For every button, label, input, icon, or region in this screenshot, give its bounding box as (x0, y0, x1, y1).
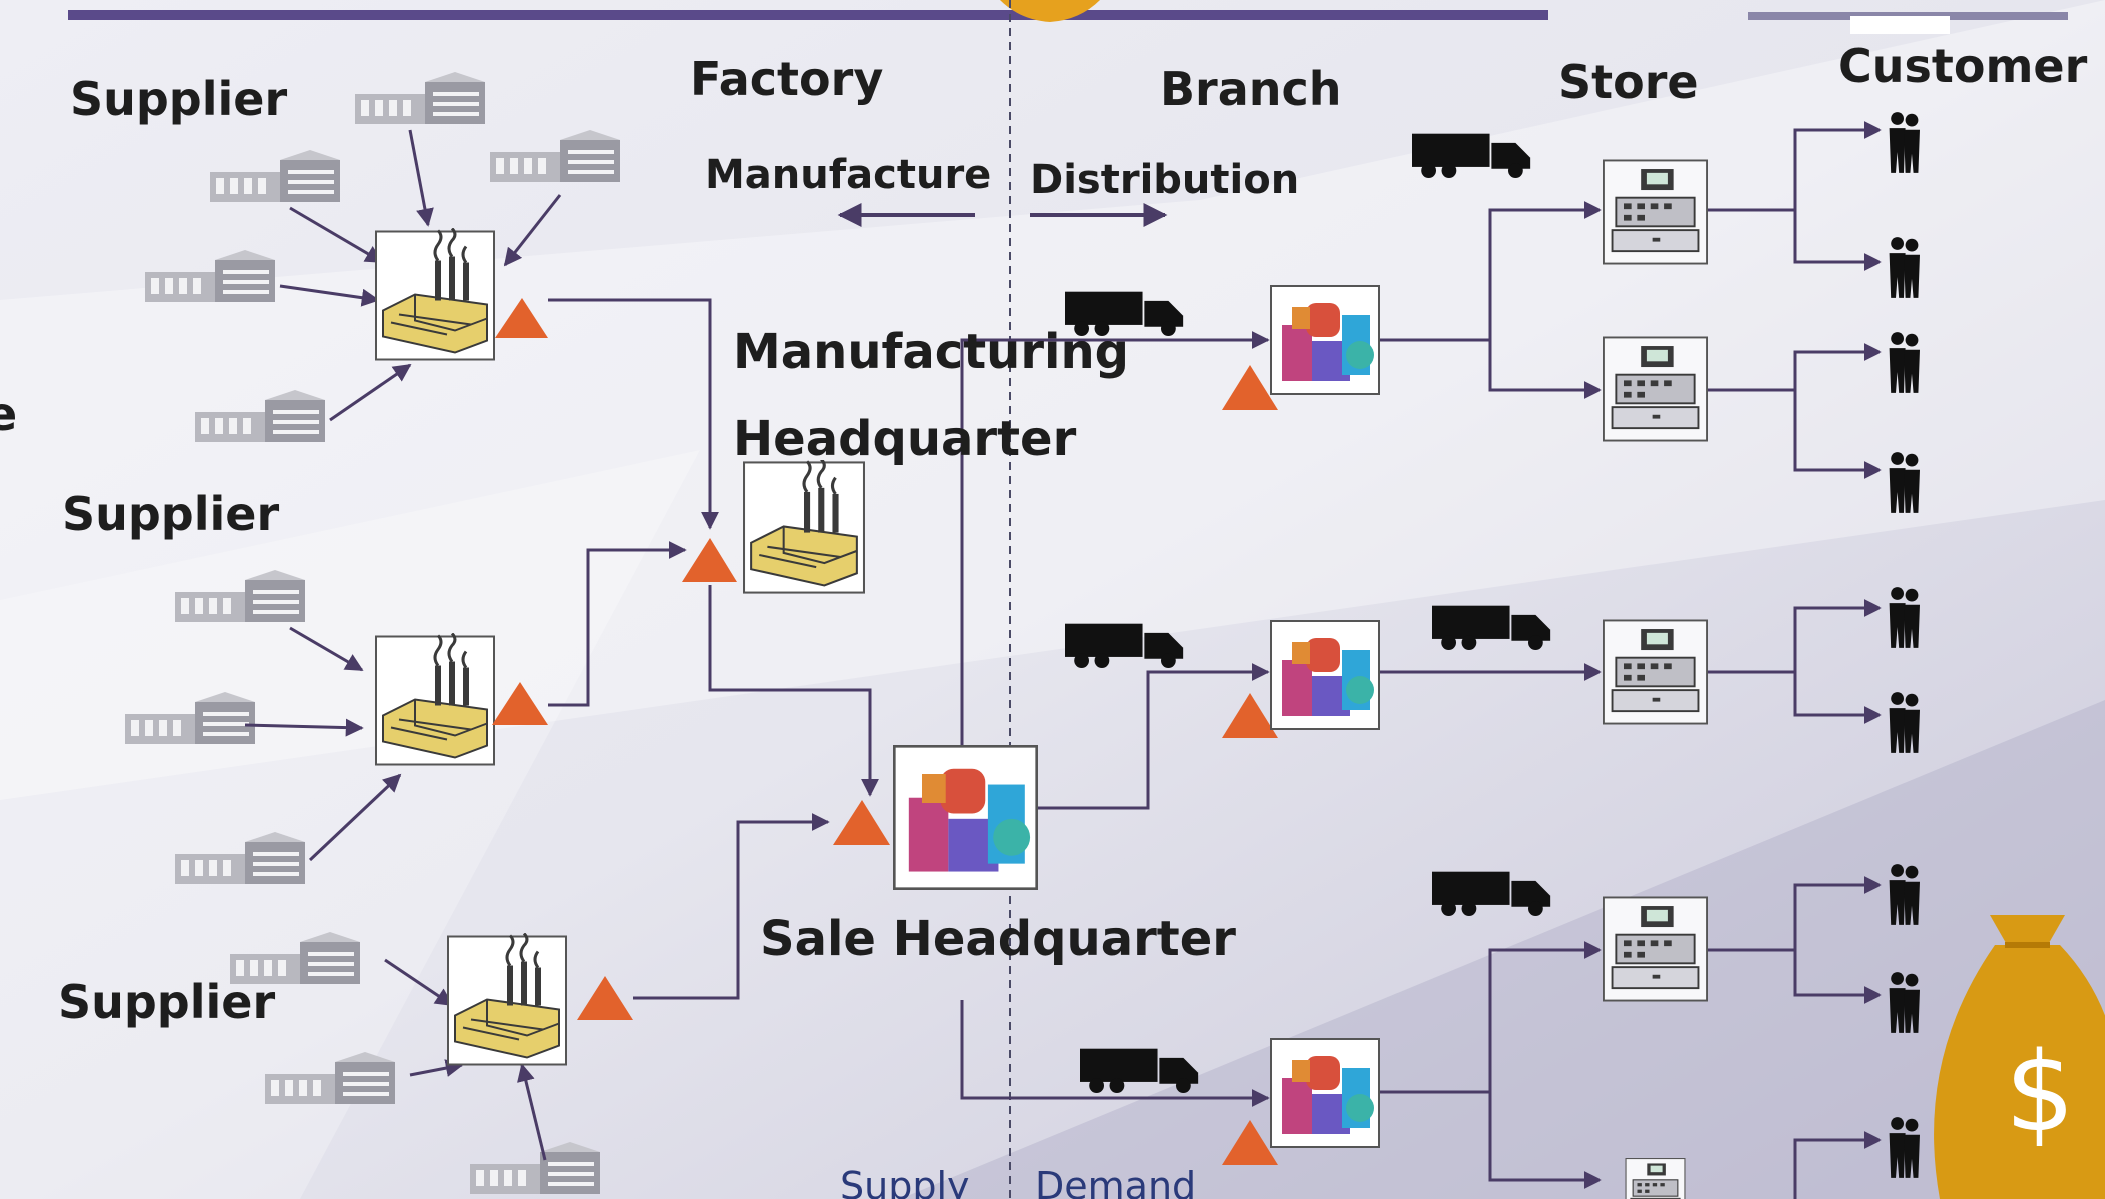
inventory-triangle (682, 538, 737, 582)
top-orange-circle (1000, 0, 1100, 22)
inventory-triangle (495, 298, 548, 338)
branch-label: Branch (1160, 62, 1342, 116)
supplier-label: Supplier (58, 975, 275, 1029)
supplier-label: Supplier (62, 487, 279, 541)
blocks-icon (1270, 285, 1380, 395)
money-bag-icon: $ (1934, 915, 2105, 1199)
manufacturing-hq-label: Manufacturing (733, 324, 1129, 380)
cash-register-icon (1603, 336, 1708, 442)
cash-register-icon (1603, 896, 1708, 1002)
distribution-label: Distribution (1030, 157, 1299, 203)
manufacturing-hq-label: Headquarter (733, 411, 1077, 467)
inventory-triangle (833, 800, 890, 845)
factory-icon (447, 933, 567, 1067)
inventory-triangle (1222, 693, 1278, 738)
cash-register-icon (1603, 159, 1708, 265)
inventory-triangle (1222, 365, 1278, 410)
top-bar-left (68, 10, 1548, 20)
factory-icon (375, 228, 495, 362)
supplier-label: Supplier (70, 72, 287, 126)
blocks-icon (1270, 620, 1380, 730)
demand-label: Demand (1035, 1164, 1196, 1199)
supply-label: Supply (840, 1164, 970, 1199)
blocks-icon (1270, 1038, 1380, 1148)
manufacture-label: Manufacture (705, 152, 991, 198)
edge-text-fragment: e (0, 387, 17, 441)
store-label: Store (1558, 55, 1699, 109)
sale-hq-label: Sale Headquarter (760, 911, 1236, 967)
blocks-icon (893, 745, 1038, 890)
factory-label: Factory (690, 52, 883, 106)
inventory-triangle (492, 682, 548, 725)
svg-text:$: $ (2005, 1028, 2075, 1156)
factory-icon (743, 460, 865, 595)
cash-register-icon (1603, 619, 1708, 725)
cash-register-icon (1625, 1158, 1686, 1199)
inventory-triangle (1222, 1120, 1278, 1165)
factory-icon (375, 633, 495, 767)
customer-label: Customer (1838, 39, 2088, 93)
inventory-triangle (577, 976, 633, 1020)
